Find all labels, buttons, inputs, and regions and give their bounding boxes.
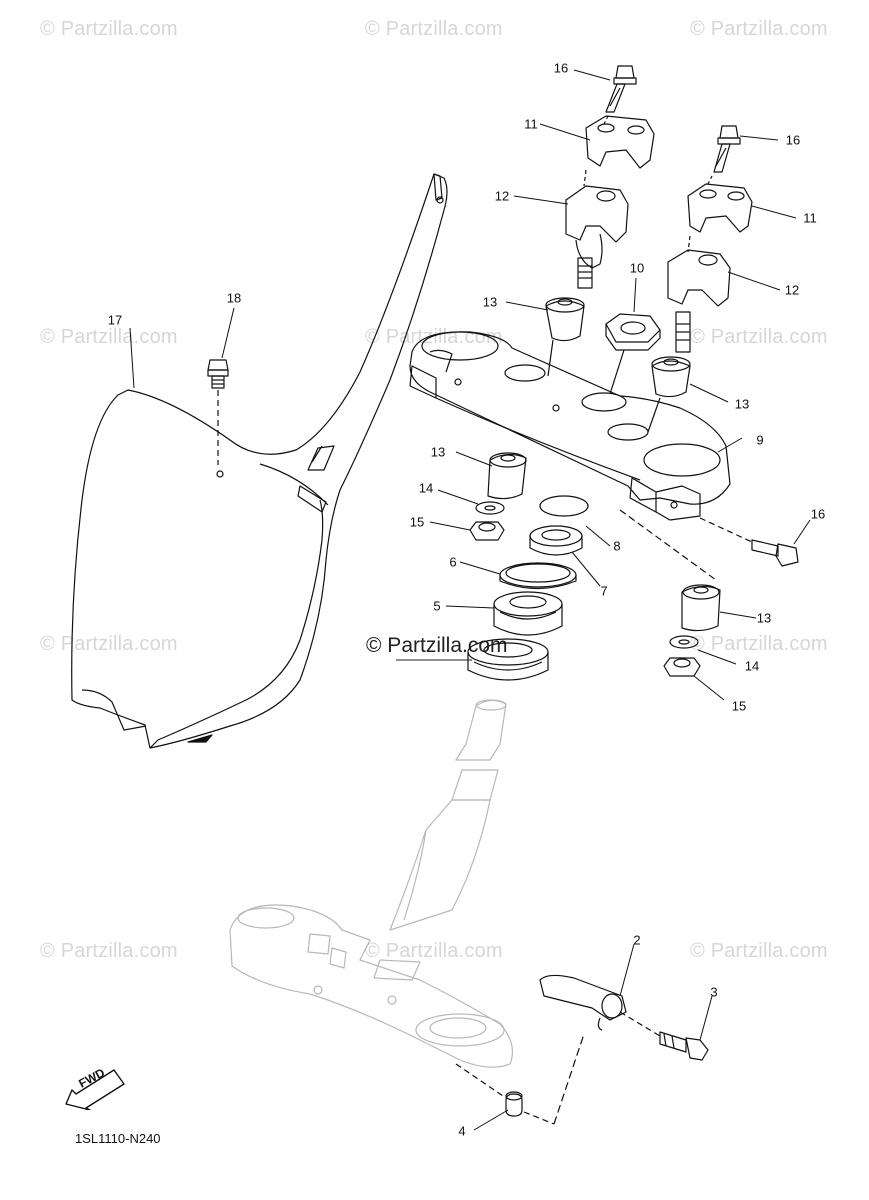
callout-16-lower: 16: [810, 506, 826, 522]
collar-part: [455, 1033, 585, 1125]
watermark: © Partzilla.com: [365, 18, 503, 40]
steering-stem-part: [229, 699, 513, 1068]
plate-bolt-part: [207, 359, 229, 478]
callout-16-right: 16: [785, 132, 801, 148]
washer-nut-part: [469, 501, 701, 677]
callout-13-left: 13: [430, 444, 446, 460]
damper-lower-part: [487, 452, 721, 632]
bearing-upper-part: [493, 591, 563, 636]
callout-16-top: 16: [553, 60, 569, 76]
callout-10: 10: [629, 260, 645, 276]
callout-6: 6: [449, 554, 457, 570]
washer-8-part: [539, 495, 589, 517]
hose-clamp-part: [539, 974, 627, 1031]
bearing-lower-part: [467, 638, 549, 681]
holder-bolt-part: [603, 65, 799, 567]
watermark: © Partzilla.com: [40, 633, 178, 655]
callout-14-left: 14: [418, 480, 434, 496]
clamp-bolt-part: [619, 1011, 709, 1061]
watermark: © Partzilla.com: [40, 940, 178, 962]
steering-nut-part: [605, 313, 661, 395]
watermark: © Partzilla.com: [690, 633, 828, 655]
watermark: © Partzilla.com: [40, 326, 178, 348]
damper-part: [545, 297, 691, 433]
callout-7: 7: [600, 583, 608, 599]
handlebar-holder-left-part: [565, 115, 655, 289]
watermark: © Partzilla.com: [690, 940, 828, 962]
callout-13-right: 13: [734, 396, 750, 412]
watermark: © Partzilla.com: [365, 940, 503, 962]
callout-8: 8: [613, 538, 621, 554]
seal-part: [499, 562, 577, 590]
center-watermark: © Partzilla.com: [366, 634, 508, 657]
callout-11-left: 11: [524, 116, 538, 132]
number-plate-part: [71, 173, 448, 749]
callout-12-left: 12: [494, 188, 510, 204]
diagram-code: 1SL1110-N240: [75, 1131, 161, 1146]
callout-5: 5: [433, 598, 441, 614]
ring-nut-part: [529, 525, 583, 556]
upper-bracket-part: [409, 331, 731, 521]
callout-13-lower: 13: [756, 610, 772, 626]
handlebar-holder-right-part: [667, 183, 753, 353]
callout-4: 4: [458, 1123, 466, 1139]
callout-3: 3: [710, 984, 718, 1000]
fwd-arrow-icon: [65, 1069, 125, 1110]
callout-13-top: 13: [482, 294, 498, 310]
watermark: © Partzilla.com: [690, 326, 828, 348]
watermark: © Partzilla.com: [40, 18, 178, 40]
callout-12-right: 12: [784, 282, 800, 298]
callout-11-right: 11: [803, 210, 817, 226]
callout-18: 18: [226, 290, 242, 306]
leader-lines: [129, 69, 811, 1131]
callout-14-right: 14: [744, 658, 760, 674]
callout-2: 2: [633, 932, 641, 948]
watermark: © Partzilla.com: [690, 18, 828, 40]
callout-9: 9: [756, 432, 764, 448]
callout-17: 17: [107, 312, 123, 328]
callout-15-right: 15: [731, 698, 747, 714]
callout-15-left: 15: [409, 514, 425, 530]
